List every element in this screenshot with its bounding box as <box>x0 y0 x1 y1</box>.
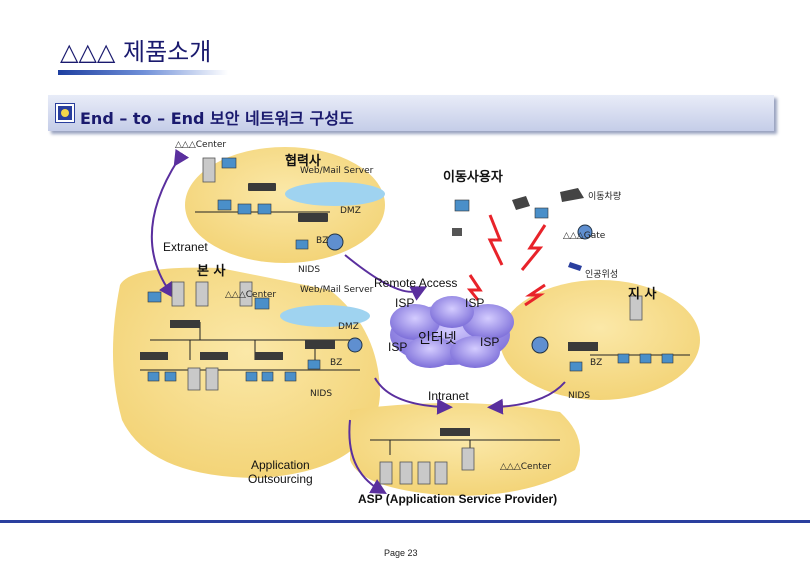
branch-label: 지 사 <box>628 287 657 302</box>
pc-top-3 <box>237 203 252 215</box>
title-underline <box>58 70 228 75</box>
hq-center-label: △△△Center <box>225 290 277 300</box>
center-top-label: △△△Center <box>175 140 227 150</box>
server-asp-center <box>461 447 475 471</box>
laptop-icon <box>512 196 530 210</box>
router-branch <box>531 336 549 354</box>
pc-top-4 <box>257 203 272 215</box>
switch-hq-4 <box>255 352 283 360</box>
firewall-hq <box>305 340 335 349</box>
hq-label: 본 사 <box>197 264 226 279</box>
nids-hq-label: NIDS <box>310 389 333 399</box>
nids-branch-label: NIDS <box>568 391 591 401</box>
server-center-top <box>202 157 216 183</box>
isp-label-3: ISP <box>388 340 408 354</box>
server-asp-3 <box>417 461 431 485</box>
isp-label-1: ISP <box>395 296 415 310</box>
wireless-bolt-1 <box>487 214 504 266</box>
intranet-label: Intranet <box>428 389 469 403</box>
switch-hq-3 <box>200 352 228 360</box>
bullet-icon <box>56 104 74 122</box>
asp-label: ASP (Application Service Provider) <box>358 492 558 506</box>
dmz-hq-label: DMZ <box>338 322 359 332</box>
gate-label: △△△Gate <box>563 231 606 241</box>
extranet-arc <box>150 148 190 299</box>
wireless-bolt-2 <box>520 224 547 271</box>
section-subtitle: End – to – End 보안 네트워크 구성도 <box>80 109 354 128</box>
satellite-label: 인공위성 <box>585 270 619 280</box>
pc-hq-5 <box>245 371 258 382</box>
bz-top-label: BZ <box>316 236 329 246</box>
web-server-ellipse-hq <box>280 305 370 327</box>
pc-hq-3 <box>147 371 160 382</box>
hq-web-label: Web/Mail Server <box>300 285 374 295</box>
switch-top <box>248 183 276 191</box>
pc-branch-1 <box>617 353 630 364</box>
bz-hq-label: BZ <box>330 358 343 368</box>
bz-branch-label: BZ <box>590 358 603 368</box>
internet-label: 인터넷 <box>418 331 457 347</box>
dmz-top-label: DMZ <box>340 206 361 216</box>
pc-mobile-1 <box>454 199 470 212</box>
asp-center-label: △△△Center <box>500 462 552 472</box>
server-hq-2 <box>195 281 209 307</box>
remote-access-label: Remote Access <box>374 276 458 290</box>
partner-label: 협력사 <box>285 154 321 169</box>
pc-branch-bz <box>569 361 583 372</box>
server-asp-4 <box>434 461 448 485</box>
pc-hq-6 <box>261 371 274 382</box>
page-title: △△△ 제품소개 <box>60 38 212 66</box>
isp-label-4: ISP <box>480 335 500 349</box>
router-gate <box>577 224 593 240</box>
server-hq-4 <box>187 367 201 391</box>
pc-hq-1 <box>147 291 162 303</box>
router-hq <box>347 337 363 353</box>
remote-access-arc <box>344 254 428 301</box>
footer-divider <box>0 520 810 523</box>
nids-top-label: NIDS <box>298 265 321 275</box>
wireless-bolt-4 <box>524 283 546 307</box>
server-hq-5 <box>205 367 219 391</box>
phone-icon <box>452 228 462 236</box>
pc-hq-4 <box>164 371 177 382</box>
extranet-label: Extranet <box>163 240 208 254</box>
intranet-arc-left <box>374 377 453 415</box>
branch-zone <box>500 280 700 400</box>
switch-hq-1 <box>170 320 200 328</box>
pc-hq-2 <box>254 297 270 310</box>
pc-branch-3 <box>661 353 674 364</box>
pc-top-1 <box>221 157 237 169</box>
vehicle-icon <box>560 188 584 202</box>
app-outsourcing-label: Application Outsourcing <box>248 458 313 486</box>
pc-hq-bz <box>307 359 321 370</box>
switch-asp <box>440 428 470 436</box>
pc-mobile-2 <box>534 207 549 219</box>
firewall-top <box>298 213 328 222</box>
subtitle-bar <box>48 95 774 131</box>
pc-hq-7 <box>284 371 297 382</box>
intranet-arc-right <box>487 381 566 415</box>
mobile-user-label: 이동사용자 <box>443 170 503 185</box>
server-branch <box>629 295 643 321</box>
satellite-icon <box>568 262 582 271</box>
web-server-ellipse-top <box>285 182 385 206</box>
server-asp-1 <box>379 461 393 485</box>
asp-arc <box>348 419 387 494</box>
partner-web-label: Web/Mail Server <box>300 166 374 176</box>
router-top <box>326 233 344 251</box>
pc-top-2 <box>217 199 232 211</box>
wireless-bolt-3 <box>466 274 483 301</box>
vehicle-label: 이동차량 <box>588 192 622 202</box>
switch-hq-2 <box>140 352 168 360</box>
server-asp-2 <box>399 461 413 485</box>
server-hq-3 <box>239 281 253 307</box>
internet-cloud <box>390 296 514 368</box>
firewall-branch <box>568 342 598 351</box>
pc-branch-2 <box>639 353 652 364</box>
pc-bz-top <box>295 239 309 250</box>
server-hq-1 <box>171 281 185 307</box>
page-number: Page 23 <box>384 548 418 558</box>
isp-label-2: ISP <box>465 296 485 310</box>
